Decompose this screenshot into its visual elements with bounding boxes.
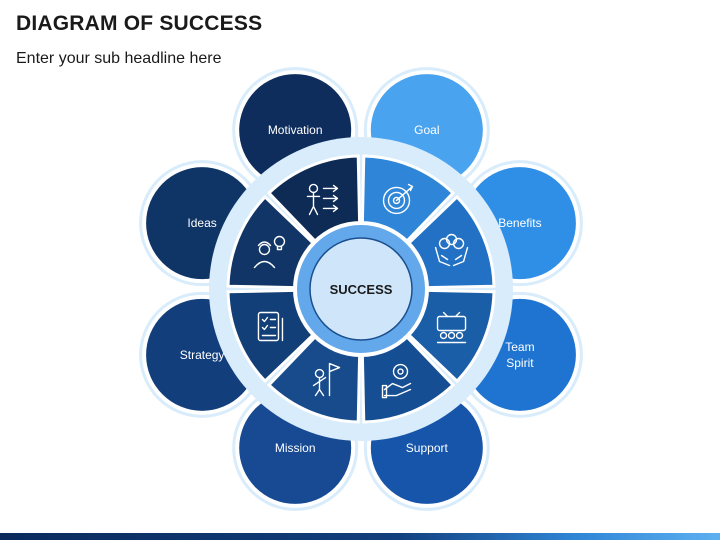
petal-label: Team <box>505 340 534 354</box>
petal-label: Support <box>406 441 449 455</box>
petal-label: Benefits <box>498 216 541 230</box>
hub-center <box>309 237 413 341</box>
petal-label: Strategy <box>180 348 225 362</box>
strategy-checklist-icon <box>257 311 284 342</box>
benefits-hands-money-icon <box>434 233 469 267</box>
support-hand-gear-icon <box>381 363 412 399</box>
center-label: SUCCESS <box>330 282 393 297</box>
petal-label: Goal <box>414 123 439 137</box>
petal-label: Spirit <box>506 356 534 370</box>
segment-group <box>226 154 496 424</box>
ideas-worker-bulb-icon <box>253 235 286 269</box>
mission-flag-icon <box>312 362 341 397</box>
petal-label: Motivation <box>268 123 323 137</box>
petal-label: Mission <box>275 441 316 455</box>
goal-target-icon <box>382 183 414 215</box>
team-spirit-icon <box>436 311 467 344</box>
bottom-accent-bar <box>0 533 720 540</box>
page-title: DIAGRAM OF SUCCESS <box>16 12 263 35</box>
page-subtitle: Enter your sub headline here <box>16 50 222 67</box>
motivation-presenter-icon <box>306 183 339 216</box>
petal-label: Ideas <box>187 216 216 230</box>
